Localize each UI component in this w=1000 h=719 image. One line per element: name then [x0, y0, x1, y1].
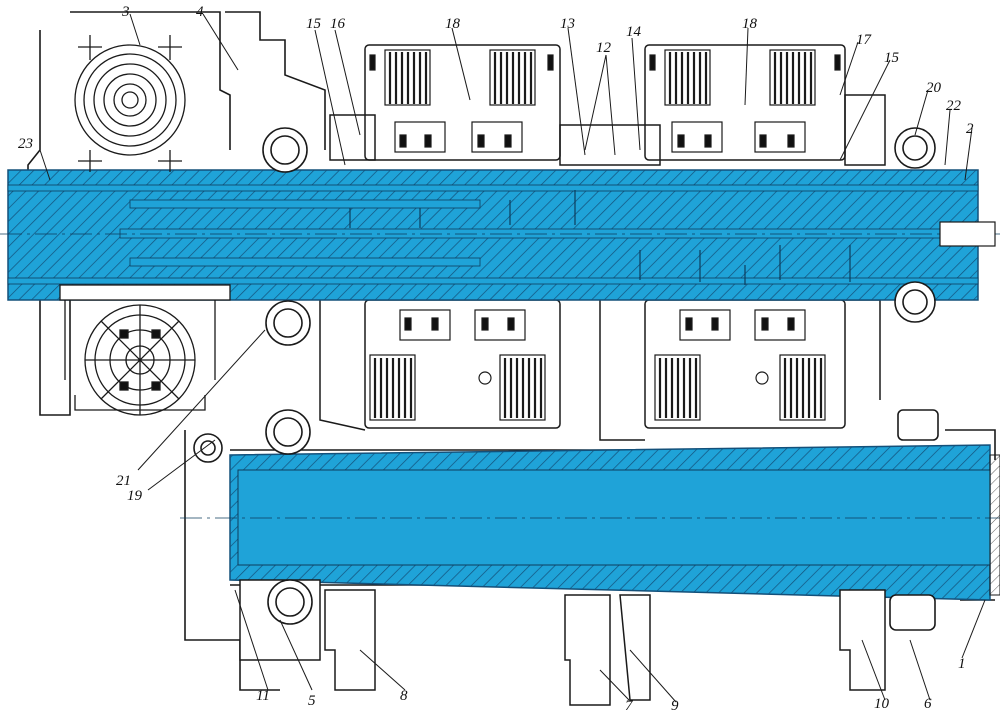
callout-14: 14 — [626, 24, 642, 40]
lower-left-gear — [59, 284, 231, 416]
callout-16: 16 — [330, 16, 346, 32]
callout-5: 5 — [308, 693, 316, 709]
callout-3: 3 — [121, 4, 130, 20]
callout-6: 6 — [924, 696, 932, 712]
callout-4: 4 — [196, 4, 204, 20]
callout-18a: 18 — [445, 16, 461, 32]
upper-clutch-housing — [329, 44, 886, 166]
upper-left-gear — [74, 35, 186, 172]
callout-17: 17 — [856, 32, 873, 48]
callout-9: 9 — [671, 698, 679, 714]
callout-13: 13 — [560, 16, 575, 32]
callout-7: 7 — [625, 698, 634, 714]
callout-12: 12 — [596, 40, 612, 56]
callout-18b: 18 — [742, 16, 758, 32]
callout-10: 10 — [874, 696, 890, 712]
leader-lines — [39, 13, 986, 703]
bearings — [193, 127, 939, 631]
callout-23: 23 — [18, 136, 33, 152]
callout-19: 19 — [127, 488, 143, 504]
lower-clutch-plates — [369, 309, 826, 421]
callout-2: 2 — [966, 121, 974, 137]
callout-21: 21 — [116, 473, 131, 489]
callout-22: 22 — [946, 98, 962, 114]
upper-clutch-plates — [369, 49, 841, 153]
output-shaft — [180, 444, 1000, 601]
callout-11: 11 — [256, 688, 270, 704]
shift-forks — [239, 579, 886, 706]
callout-labels: 1 2 3 4 5 6 7 8 9 10 11 12 13 14 15 15 1… — [18, 4, 974, 714]
callout-1: 1 — [958, 656, 966, 672]
callout-20: 20 — [926, 80, 942, 96]
callout-15a: 15 — [306, 16, 322, 32]
upper-shaft — [0, 169, 1000, 301]
callout-15b: 15 — [884, 50, 900, 66]
callout-8: 8 — [400, 688, 408, 704]
